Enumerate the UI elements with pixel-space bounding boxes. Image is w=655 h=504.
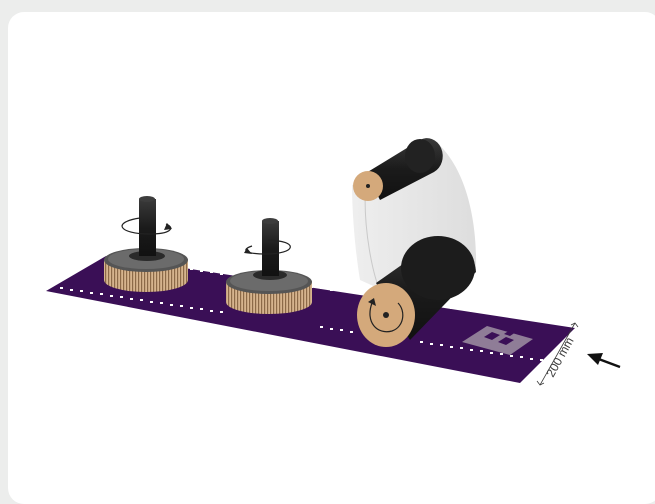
feed-direction-arrow-icon [587, 353, 620, 367]
knurled-roller-2 [226, 218, 312, 314]
knurled-roller-1 [104, 196, 188, 292]
